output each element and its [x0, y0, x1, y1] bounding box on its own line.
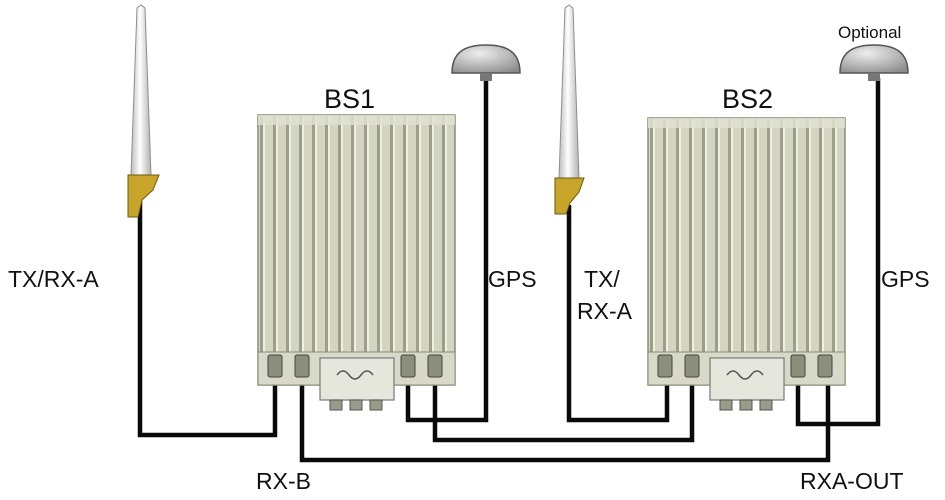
rxa-out-label: RXA-OUT — [800, 468, 904, 494]
bs2-title: BS2 — [722, 84, 774, 114]
cables — [137, 78, 881, 463]
cable-left-antenna-to-bs1 — [137, 200, 278, 438]
bs2-gps-dome — [839, 44, 909, 81]
left-whip-antenna — [127, 4, 160, 218]
bs1-unit — [257, 114, 456, 411]
bs2-unit — [647, 117, 846, 411]
cable-bs2-antenna — [566, 205, 670, 423]
left-antenna-label: TX/RX-A — [8, 266, 99, 292]
bs1-title: BS1 — [324, 84, 376, 114]
bs2-gps-label: GPS — [881, 266, 930, 292]
bs1-gps-dome — [451, 44, 521, 81]
bs2-antenna-label-line2: RX-A — [577, 298, 632, 324]
bs2-antenna-label-line1: TX/ — [584, 266, 620, 292]
bs2-whip-antenna — [554, 4, 585, 215]
optional-label: Optional — [838, 23, 902, 42]
cable-bs1-gps — [405, 78, 489, 423]
bs1-gps-label: GPS — [488, 266, 537, 292]
cable-bs2-gps — [795, 78, 881, 427]
rx-b-label: RX-B — [256, 468, 311, 494]
cable-bs1-to-bs2 — [432, 385, 695, 443]
